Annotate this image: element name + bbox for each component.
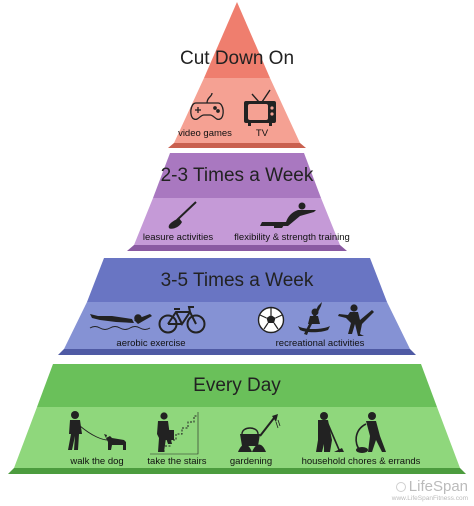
tier-every-day-bottom-band: [14, 407, 460, 468]
golf-club-icon: [168, 201, 197, 229]
tier-every-day-shadow: [8, 468, 466, 474]
activity-label: video games: [178, 128, 232, 139]
activity-label: flexibility & strength training: [234, 232, 350, 243]
activity-label: recreational activities: [275, 338, 365, 349]
activity-label: walk the dog: [70, 456, 124, 467]
soccer-ball-icon: [257, 306, 285, 334]
lifespan-logo-icon: [395, 481, 406, 492]
tier-2-3-times-top-band: [153, 153, 321, 198]
stair-climber-icon: [150, 412, 199, 455]
tier-2-3-times: [127, 153, 347, 251]
tier-title: 3-5 Times a Week: [160, 270, 314, 291]
tier-every-day: [8, 364, 466, 474]
tier-2-3-times-shadow: [127, 245, 347, 251]
tier-every-day-top-band: [37, 364, 437, 407]
kayaker-icon: [298, 302, 330, 335]
tier-cut-down-on: [168, 2, 306, 148]
martial-arts-kick-icon: [338, 304, 374, 336]
tier-title: 2-3 Times a Week: [160, 165, 314, 186]
activity-label: take the stairs: [147, 456, 207, 467]
tier-cut-down-on-top-band: [204, 2, 270, 78]
watermark-url: www.LifeSpanFitness.com: [391, 495, 468, 502]
stretching-person-icon: [260, 202, 316, 228]
watermark-brand: LifeSpan: [408, 478, 468, 495]
tier-cut-down-on-shadow: [168, 143, 306, 148]
tier-title: Cut Down On: [179, 48, 295, 69]
activity-label: aerobic exercise: [116, 338, 186, 349]
tier-title: Every Day: [193, 375, 281, 396]
swimmer-icon: [89, 314, 152, 330]
housework-person-icon: [316, 412, 386, 453]
lifespan-watermark: LifeSpan www.LifeSpanFitness.com: [392, 478, 468, 502]
tier-3-5-times-shadow: [58, 349, 416, 355]
activity-label: gardening: [229, 456, 273, 467]
activity-label: TV: [255, 128, 269, 139]
tier-cut-down-on-bottom-band: [174, 78, 300, 143]
dog-walker-icon: [68, 411, 126, 450]
activity-label: household chores & errands: [301, 456, 421, 467]
tier-3-5-times-bottom-band: [64, 302, 410, 349]
television-icon: [244, 89, 276, 126]
bicycle-icon: [158, 306, 206, 334]
tier-3-5-times-top-band: [87, 258, 387, 302]
tier-3-5-times: [58, 258, 416, 355]
gamepad-icon: [190, 92, 224, 121]
watering-can-icon: [238, 414, 281, 452]
tier-2-3-times-bottom-band: [134, 198, 340, 245]
activity-label: leasure activities: [142, 232, 214, 243]
